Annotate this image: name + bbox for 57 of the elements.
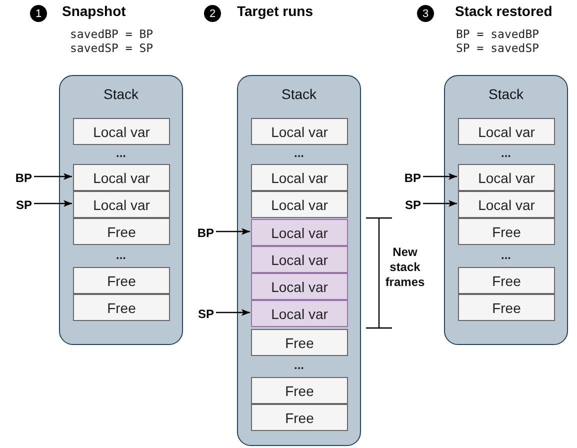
code-line: savedBP = BP <box>70 27 154 41</box>
new-frame-cell: Local var <box>251 273 348 300</box>
pointer-arrow <box>423 200 457 207</box>
stack-cell: Local var <box>73 191 170 218</box>
stack-container <box>59 75 183 345</box>
stack-cell: Local var <box>458 118 555 145</box>
stack-cell: Local var <box>73 164 170 191</box>
stack-cell: Local var <box>73 118 170 145</box>
stack-cell: Local var <box>458 191 555 218</box>
register-label: SP <box>186 306 214 322</box>
new-frame-cell: Local var <box>251 219 348 246</box>
register-label: BP <box>186 225 214 241</box>
step-heading: Stack restored <box>455 3 552 19</box>
stack-cell: Free <box>458 267 555 294</box>
pointer-arrow <box>216 228 250 235</box>
register-label: SP <box>393 197 421 213</box>
stack-cell: Free <box>73 218 170 245</box>
step-number: 1 <box>30 5 47 22</box>
pointer-arrow <box>34 200 72 207</box>
step-heading: Target runs <box>237 3 313 19</box>
stack-title: Stack <box>280 86 318 102</box>
ellipsis: ... <box>500 148 512 158</box>
register-label: BP <box>8 170 32 186</box>
pointer-arrow <box>216 309 250 316</box>
stack-container <box>444 75 568 345</box>
stack-cell: Free <box>251 377 348 404</box>
stack-cell: Free <box>458 218 555 245</box>
stack-cell: Free <box>251 404 348 431</box>
step-heading: Snapshot <box>62 3 126 19</box>
bracket-label: New stack frames <box>384 245 426 290</box>
register-label: SP <box>8 197 32 213</box>
step-number: 2 <box>204 5 221 22</box>
stack-cell: Free <box>73 294 170 321</box>
stack-cell: Local var <box>251 118 348 145</box>
ellipsis: ... <box>500 250 512 260</box>
stack-title: Stack <box>487 86 524 102</box>
stack-cell: Local var <box>458 164 555 191</box>
ellipsis: ... <box>292 148 305 158</box>
pointer-arrow <box>423 173 457 180</box>
step-number: 3 <box>417 5 434 22</box>
stack-cell: Free <box>251 329 348 356</box>
stack-cell: Local var <box>251 164 348 191</box>
code-line: SP = savedSP <box>456 41 540 55</box>
new-frame-cell: Local var <box>251 300 348 327</box>
register-label: BP <box>393 170 421 186</box>
new-frame-cell: Local var <box>251 246 348 273</box>
ellipsis: ... <box>114 148 127 158</box>
stack-cell: Free <box>458 294 555 321</box>
code-line: savedSP = SP <box>70 41 154 55</box>
stack-cell: Local var <box>251 191 348 218</box>
ellipsis: ... <box>114 250 127 260</box>
stack-cell: Free <box>73 267 170 294</box>
ellipsis: ... <box>292 360 305 370</box>
pointer-arrow <box>34 173 72 180</box>
code-line: BP = savedBP <box>456 27 540 41</box>
stack-container <box>237 75 361 446</box>
stack-title: Stack <box>102 86 140 102</box>
